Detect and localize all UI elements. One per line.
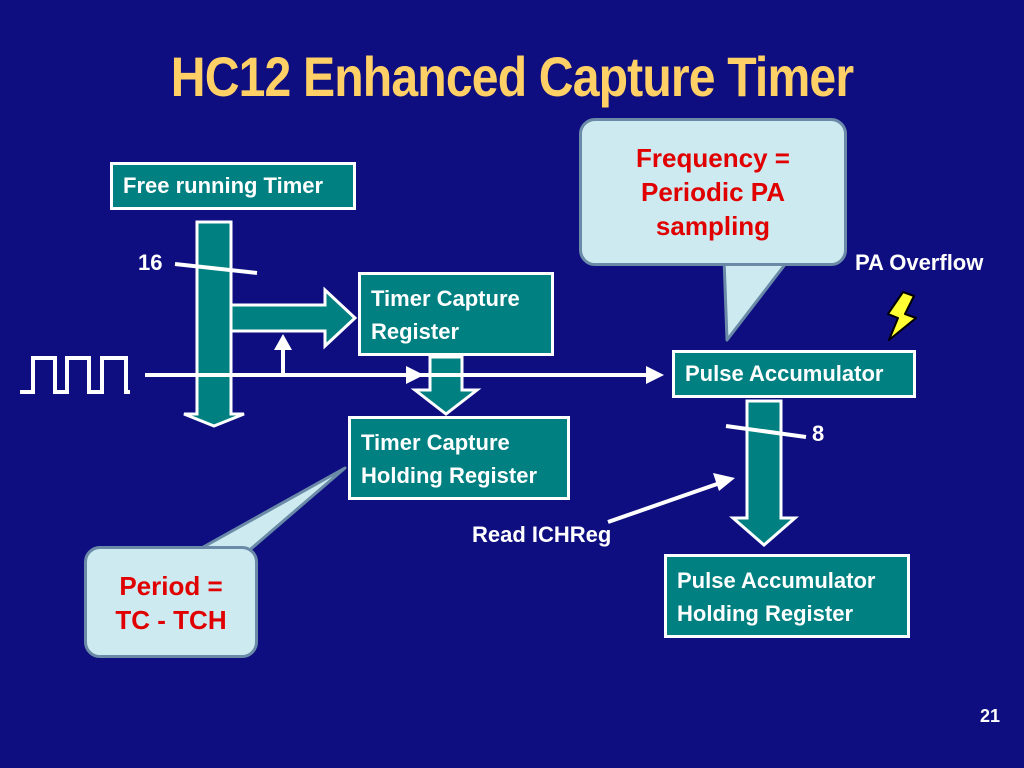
page-number: 21 — [980, 706, 1001, 726]
timer-bus-width-label: 16 — [138, 250, 163, 275]
pa-bus-width-slash — [725, 424, 807, 439]
signal-arrowhead-pa — [646, 366, 664, 384]
pa-overflow-label: PA Overflow — [855, 250, 984, 275]
period-callout: Period = TC - TCH — [84, 546, 258, 658]
pa-bus-arrow — [728, 399, 800, 547]
pa-holding-line-1: Pulse Accumulator — [677, 568, 876, 593]
lightning-icon — [887, 291, 917, 341]
signal-arrowhead-mid — [406, 366, 424, 384]
timer-capture-holding-line-1: Timer Capture — [361, 430, 510, 455]
frequency-callout: Frequency = Periodic PA sampling — [579, 118, 847, 266]
frequency-callout-line-2: Periodic PA — [640, 177, 785, 207]
pulse-accumulator-holding-register-box: Pulse Accumulator Holding Register — [664, 554, 910, 638]
free-running-timer-label: Free running Timer — [123, 173, 324, 198]
capture-trigger-arrowhead — [274, 334, 292, 350]
period-callout-line-2: TC - TCH — [115, 605, 227, 635]
frequency-callout-line-1: Frequency = — [636, 143, 790, 173]
free-running-timer-box: Free running Timer — [110, 162, 356, 210]
timer-capture-register-line-2: Register — [371, 319, 460, 344]
pulse-accumulator-label: Pulse Accumulator — [685, 361, 884, 386]
read-ichreg-label: Read ICHReg — [472, 522, 612, 547]
pulse-train-icon — [20, 356, 130, 394]
pulse-accumulator-box: Pulse Accumulator — [672, 350, 916, 398]
timer-capture-holding-line-2: Holding Register — [361, 463, 538, 488]
timer-bus-width-slash — [174, 262, 258, 275]
timer-capture-register-line-1: Timer Capture — [371, 286, 520, 311]
frequency-callout-line-3: sampling — [655, 211, 771, 241]
frequency-callout-tail — [722, 256, 792, 342]
period-callout-line-1: Period = — [119, 571, 223, 601]
read-ichreg-arrowhead — [713, 473, 735, 491]
read-ichreg-line — [607, 481, 721, 524]
holding-transfer-arrow — [410, 355, 482, 416]
capture-branch-arrow — [229, 286, 358, 350]
timer-capture-holding-register-box: Timer Capture Holding Register — [348, 416, 570, 500]
pa-bus-width-label: 8 — [812, 421, 825, 446]
slide-title: HC12 Enhanced Capture Timer — [170, 45, 854, 108]
timer-capture-register-box: Timer Capture Register — [358, 272, 554, 356]
pa-holding-line-2: Holding Register — [677, 601, 854, 626]
